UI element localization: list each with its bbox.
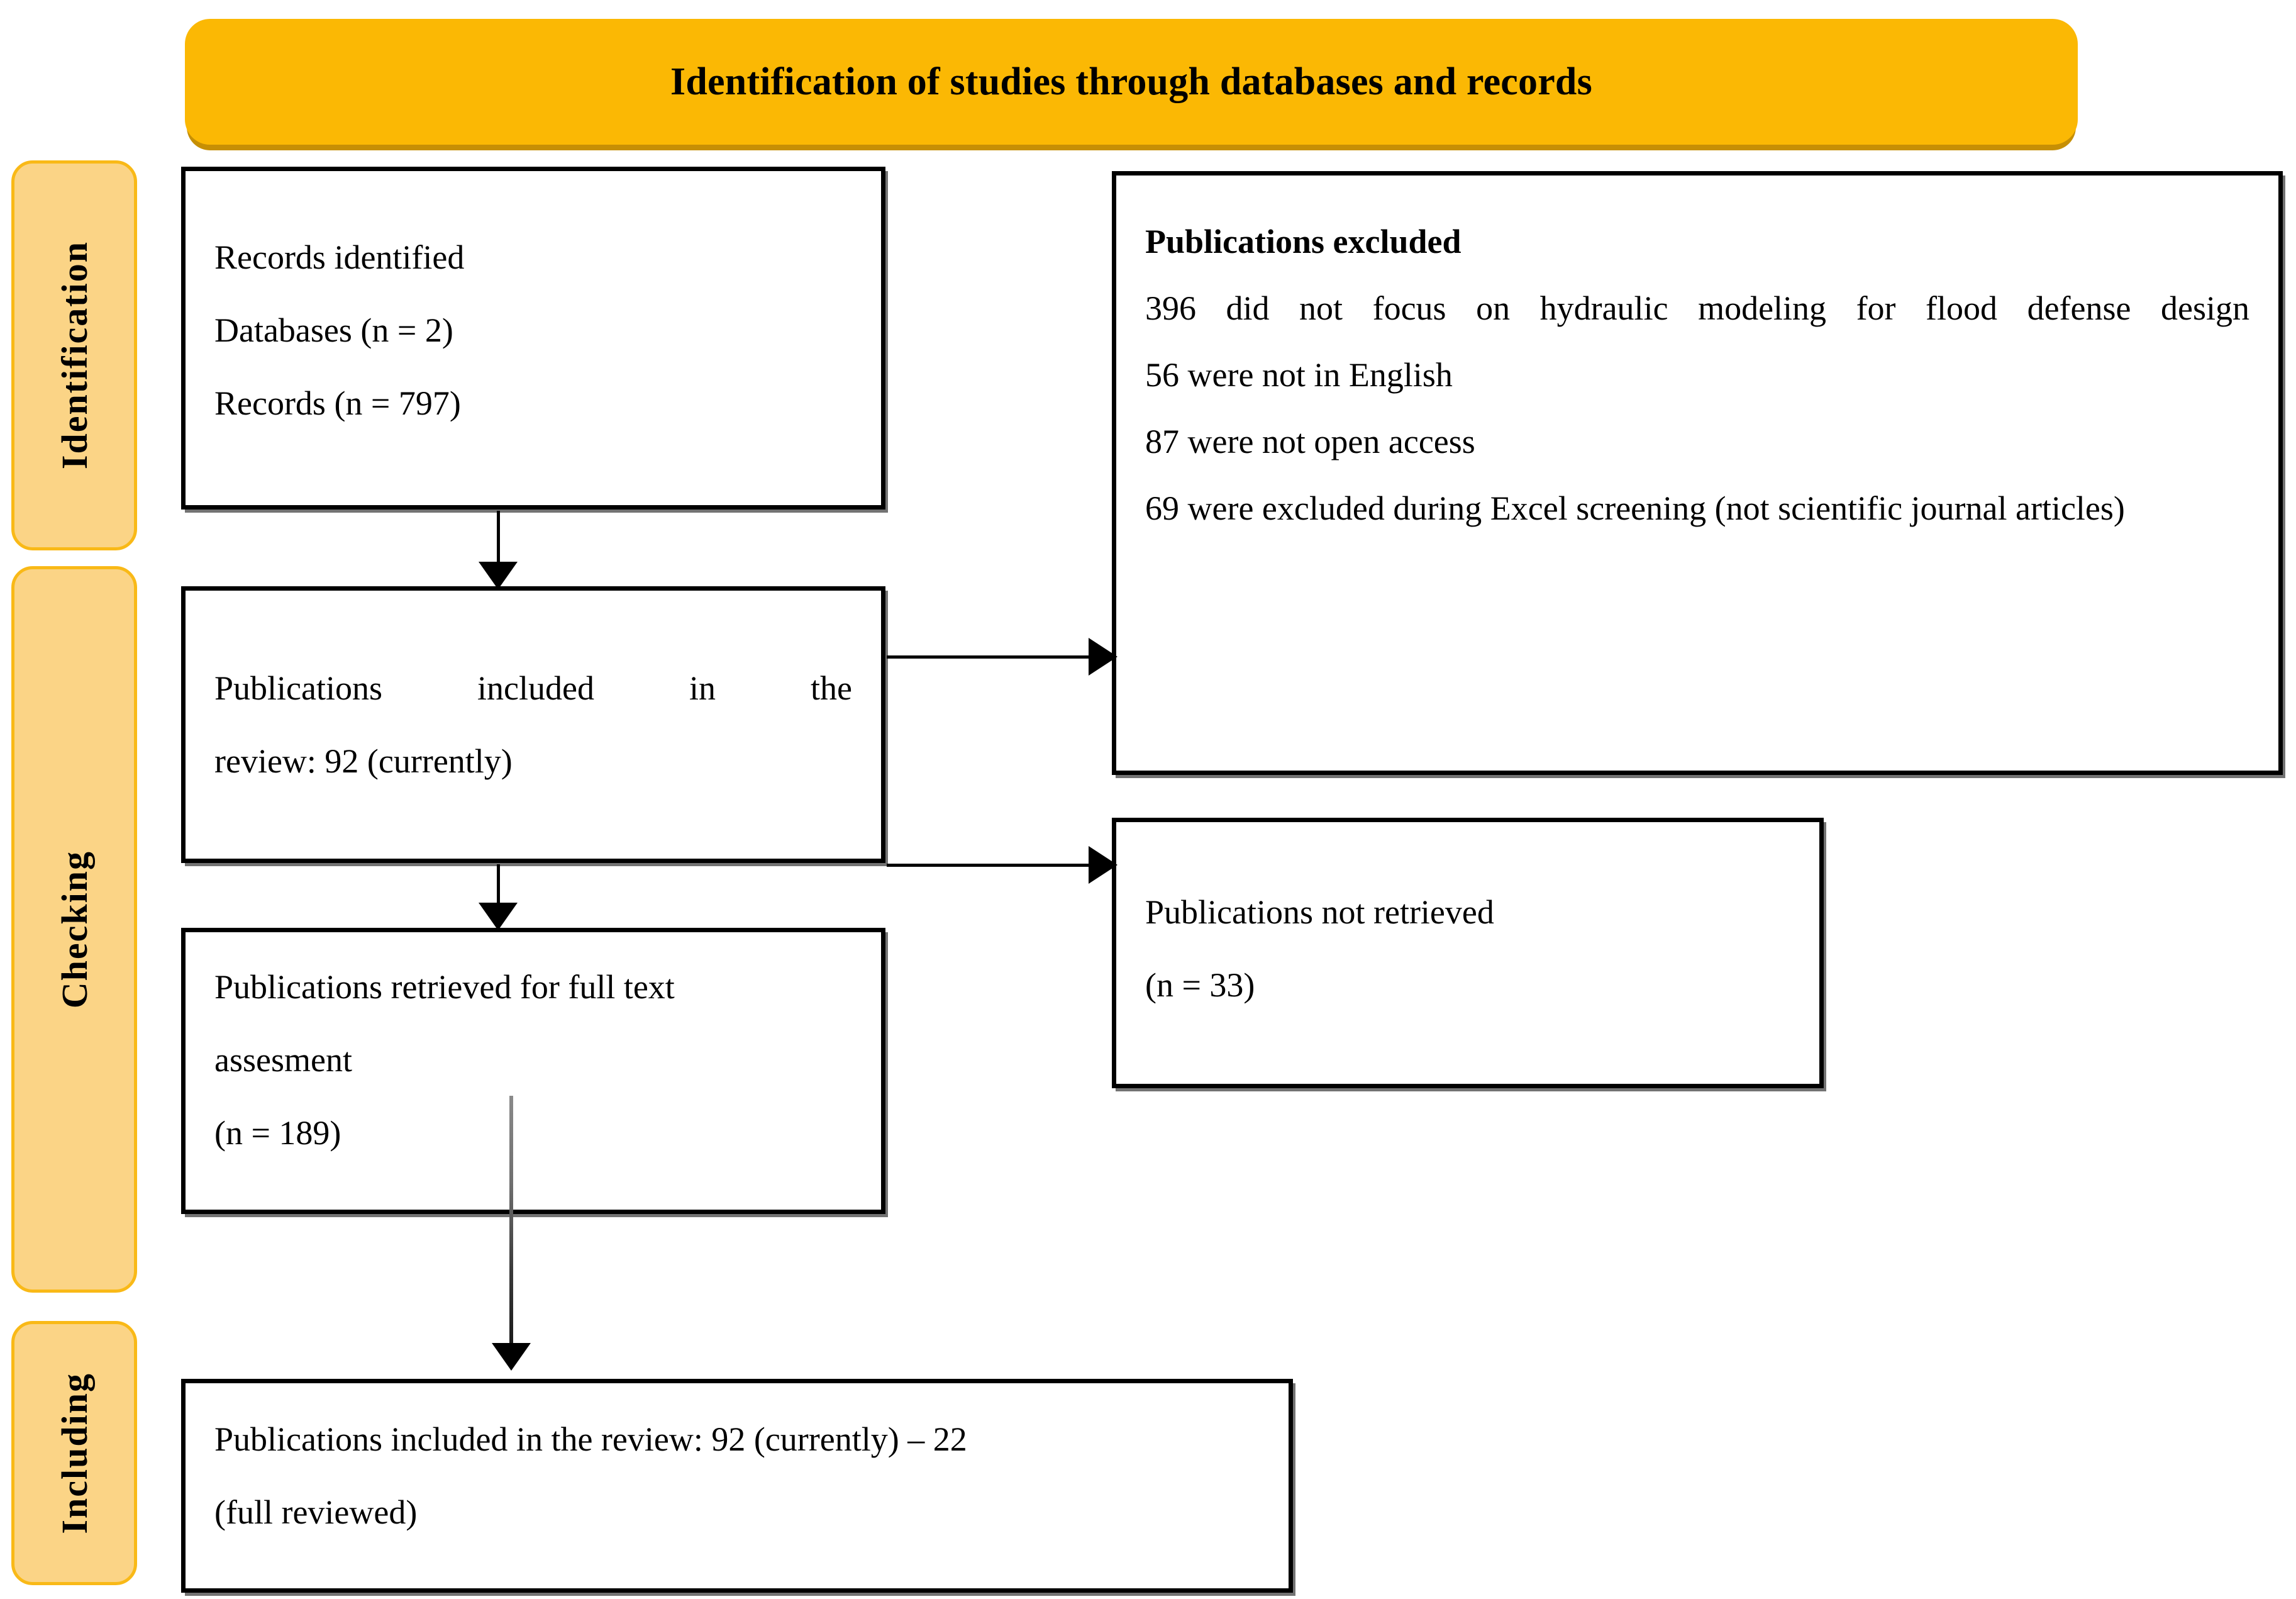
publications-included-line-2: review: 92 (currently) (214, 742, 513, 780)
node-publications-excluded: Publications excluded 396 did not focus … (1112, 171, 2283, 775)
publications-final-line-2: (full reviewed) (214, 1493, 418, 1531)
node-publications-not-retrieved: Publications not retrieved (n = 33) (1112, 818, 1824, 1088)
phase-label-identification: Identification (11, 160, 137, 550)
publications-not-retrieved-line-1: Publications not retrieved (1145, 893, 1494, 931)
publications-excluded-heading: Publications excluded (1145, 223, 1461, 260)
phase-label-checking: Checking (11, 566, 137, 1293)
records-identified-line-1: Records identified (214, 238, 465, 276)
connector-records-to-included-line (497, 511, 500, 566)
connector-full-text-to-final-arrow (492, 1343, 531, 1371)
publications-full-text-line-3: (n = 189) (214, 1114, 341, 1152)
connector-records-to-included-arrow (479, 562, 518, 589)
connector-included-to-full-text-line (497, 864, 500, 907)
phase-label-checking-text: Checking (53, 850, 95, 1009)
connector-included-to-excluded-arrow (1089, 638, 1117, 676)
connector-included-to-full-text-arrow (479, 903, 518, 930)
phase-label-identification-text: Identification (53, 241, 95, 470)
connector-full-text-to-final-line (509, 1096, 513, 1347)
connector-included-to-not-retrieved-arrow (1089, 846, 1117, 884)
node-records-identified: Records identified Databases (n = 2) Rec… (181, 167, 885, 510)
diagram-title: Identification of studies through databa… (670, 60, 1592, 103)
node-publications-final: Publications included in the review: 92 … (181, 1379, 1293, 1593)
publications-final-line-1: Publications included in the review: 92 … (214, 1420, 967, 1458)
publications-excluded-reason-1: 396 did not focus on hydraulic modeling … (1145, 289, 2249, 327)
diagram-header-banner: Identification of studies through databa… (185, 19, 2078, 145)
node-publications-included: Publications included in the review: 92 … (181, 586, 885, 863)
publications-full-text-line-2: assesment (214, 1041, 352, 1079)
connector-included-to-not-retrieved-line (887, 864, 1094, 867)
publications-not-retrieved-line-2: (n = 33) (1145, 966, 1255, 1004)
phase-label-including: Including (11, 1321, 137, 1585)
records-identified-line-3: Records (n = 797) (214, 384, 461, 422)
node-publications-full-text: Publications retrieved for full text ass… (181, 928, 885, 1214)
publications-excluded-reason-3: 87 were not open access (1145, 423, 1475, 460)
phase-label-including-text: Including (53, 1372, 95, 1534)
publications-excluded-reason-4: 69 were excluded during Excel screening … (1145, 489, 2125, 527)
publications-excluded-reason-2: 56 were not in English (1145, 356, 1453, 394)
publications-full-text-line-1: Publications retrieved for full text (214, 968, 675, 1006)
publications-included-line-1: Publications included in the (214, 669, 852, 707)
connector-included-to-excluded-line (887, 655, 1094, 659)
records-identified-line-2: Databases (n = 2) (214, 311, 453, 349)
